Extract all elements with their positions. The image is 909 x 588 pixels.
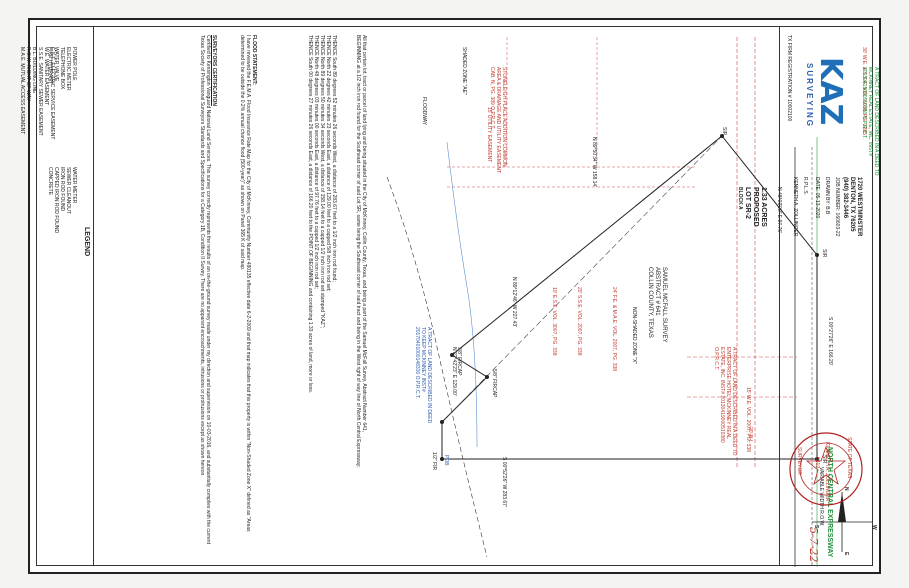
tract-block: BLOCK A — [737, 187, 743, 210]
north-arrow — [812, 492, 872, 552]
tract-boundary — [441, 135, 818, 460]
monument-label: 3/8" FIRCAP — [456, 347, 462, 376]
seal-text: SURVEYOR — [796, 447, 802, 475]
survey-abstract: ABSTRACT # 641 — [654, 267, 660, 316]
plat-date: DATE: 05-13-2020 — [814, 177, 820, 219]
easement-label: 24' F.E. & M.A.E. VOL. 2007, PG. 338 — [611, 287, 617, 372]
easement-label: 20' S.S.E. VOL. 2007, PG. 338 — [576, 287, 582, 356]
creek-line — [446, 141, 478, 448]
seal-text: STATE OF TEXAS — [846, 437, 852, 479]
legend-abbr: R.O.W. RIGHT-OF-WAY — [25, 47, 31, 101]
monument — [440, 420, 444, 424]
address-line: 1720 WESTMINSTER — [856, 177, 862, 237]
monument — [485, 375, 489, 379]
address-line: DENTON, TX 76205 — [849, 177, 855, 232]
survey-county: COLLIN COUNTY, TEXAS — [647, 267, 653, 338]
firm-registration: TX FIRM REGISTRATION # 10002100 — [786, 35, 792, 122]
tract-lot: LOT SR-2 — [744, 187, 751, 219]
plat-drawing — [386, 37, 872, 567]
nonshaded-zone-label: NON-SHADED ZONE "X" — [631, 307, 637, 365]
job-number: JOB NUMBER: 160603-22 — [834, 177, 840, 237]
title-block: TX FIRM REGISTRATION # 10002100 KAZ SURV… — [779, 27, 872, 565]
signature-date: 5-7-22 — [807, 527, 820, 563]
sheet-border: LEGEND POWER POLE ELECTRIC METER TELEPHO… — [19, 26, 879, 567]
adjoiner-label: STONELEIGH PLACE ADDITION COMMON AREA & … — [489, 67, 507, 173]
bearing-north-a: N 89°50'34" W 158.14' — [591, 137, 597, 188]
survey-sheet: LEGEND POWER POLE ELECTRIC METER TELEPHO… — [19, 18, 881, 574]
drawn-by: DRAWN BY: B.B — [824, 177, 830, 215]
floodway-label: FLOODWAY — [421, 97, 427, 126]
survey-name: SAMUEL MCFALL SURVEY — [661, 267, 667, 343]
firm-address: 1720 WESTMINSTER DENTON, TX 76205 (940) … — [841, 177, 862, 236]
legend-abbr: M.A.E. MUTUAL ACCESS EASEMENT — [19, 47, 25, 135]
adjoiner-label: A TRACT OF LAND DESCRIBED IN A DEED TO E… — [713, 347, 737, 456]
monument — [815, 253, 819, 257]
easement-label: 10' E.S.E. VOL. 3007, PG. 338 — [551, 287, 557, 356]
surveyor-name: KENNETH A. ZOLLINGER — [792, 177, 798, 237]
monument-label: 5/8" FIRCAP — [491, 369, 497, 398]
tract-proposed: PROPOSED — [752, 187, 759, 227]
bearing-south: S 00°52'26" W 283.67' — [501, 457, 507, 507]
bearing-inner: N 89°12'46" W 227.43' — [511, 277, 517, 328]
address-line: (940) 382-3446 — [842, 177, 848, 219]
rpls-label: R.P.L.S. — [802, 177, 808, 195]
seal-text: 5312 — [814, 457, 820, 469]
tract-acres: 1.33 ACRES — [760, 187, 767, 227]
monument-label: 1/2" FIR — [431, 452, 437, 471]
kaz-logo-word: SURVEYING — [805, 63, 814, 128]
monument — [720, 134, 724, 138]
easement-label: 20' B.L. — [747, 427, 753, 444]
pob-label: POB — [443, 455, 449, 466]
monument — [450, 353, 454, 357]
monument-label: SIR — [721, 127, 727, 136]
seal-text: KENNETH A. ZOLLINGER — [824, 442, 830, 502]
surveyor-seal — [789, 432, 863, 506]
inner-line — [441, 135, 723, 423]
survey-label: SAMUEL MCFALL SURVEY ABSTRACT # 641 COLL… — [646, 267, 667, 342]
tract-label: 1.33 ACRES PROPOSED LOT SR-2 BLOCK A — [737, 187, 767, 227]
floodway-line — [386, 176, 488, 558]
shaded-zone-label: SHADED ZONE "AE" — [461, 47, 467, 95]
monument — [815, 457, 819, 461]
legend-box: LEGEND POWER POLE ELECTRIC METER TELEPHO… — [19, 27, 94, 565]
kaz-logo: KAZ — [813, 57, 848, 126]
monument — [440, 457, 444, 461]
adjoiner-label: A TRACT OF LAND DESCRIBED IN DEED TO KEE… — [414, 327, 432, 424]
